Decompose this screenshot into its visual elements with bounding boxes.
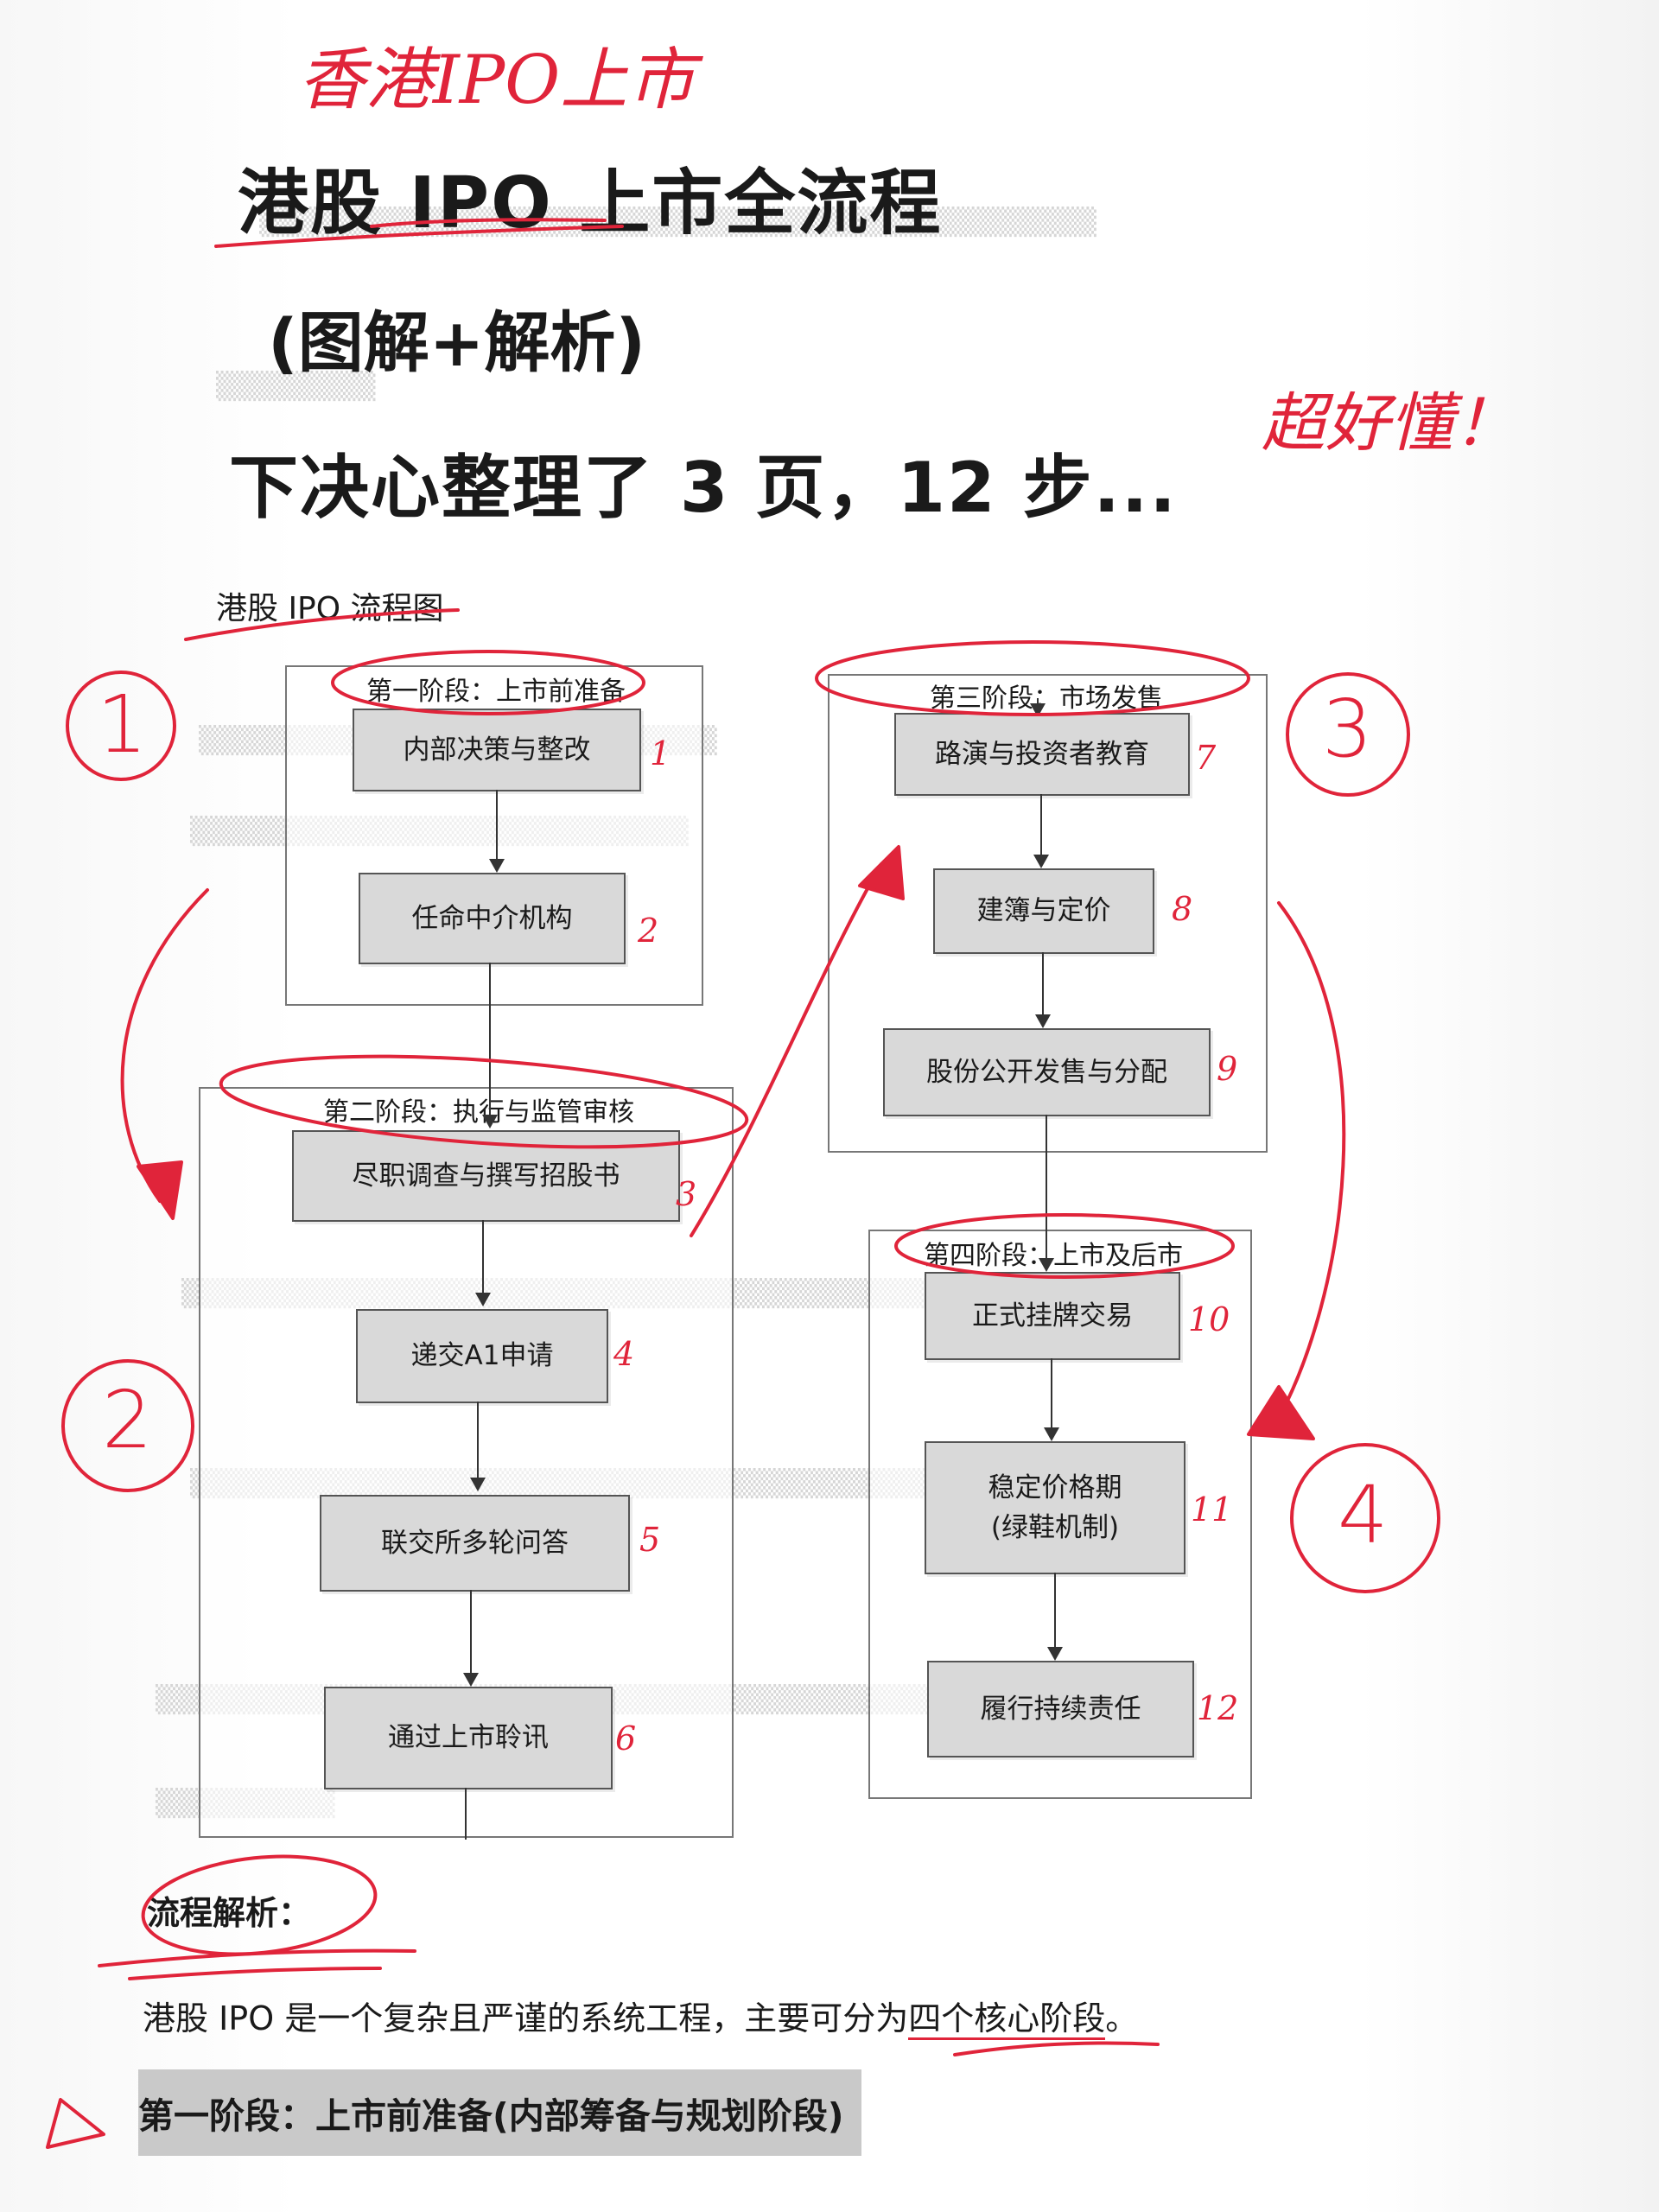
page-subtitle: (图解+解析) [268, 304, 646, 381]
stage-3-label: 第三阶段：市场发售 [926, 677, 1166, 715]
step-number-1: 1 [650, 734, 671, 772]
step-number-12: 12 [1197, 1689, 1239, 1727]
step-number-2: 2 [638, 912, 659, 950]
arrow-connector [1047, 1573, 1063, 1661]
step-number-6: 6 [615, 1719, 637, 1758]
handwritten-header-note: 香港IPO上市 [298, 41, 696, 119]
step-internal-decision: 内部决策与整改 [353, 709, 641, 791]
step-listing-hearing: 通过上市聆讯 [324, 1687, 613, 1789]
arrow-connector [1044, 1358, 1059, 1441]
step-due-diligence: 尽职调查与撰写招股书 [292, 1130, 680, 1222]
arrow-connector [482, 963, 498, 1128]
arrow-connector [1033, 794, 1049, 868]
circled-number-4: 4 [1338, 1469, 1389, 1561]
step-number-7: 7 [1195, 739, 1217, 777]
circled-number-1: 1 [97, 678, 148, 771]
step-appoint-intermediaries: 任命中介机构 [359, 873, 626, 964]
handwritten-side-note: 超好懂！ [1262, 386, 1517, 461]
step-number-4: 4 [613, 1335, 635, 1373]
page-headline: 下决心整理了 3 页，12 步... [229, 448, 1178, 528]
arrow-connector [1035, 952, 1051, 1028]
analysis-intro: 港股 IPO 是一个复杂且严谨的系统工程，主要可分为四个核心阶段。 [143, 1992, 1139, 2040]
step-listing-trading: 正式挂牌交易 [925, 1272, 1180, 1360]
step-public-offering: 股份公开发售与分配 [883, 1028, 1211, 1116]
show-through-text: ▒▒▒▒▒▒▒▒ [216, 372, 376, 402]
analysis-intro-highlight: 四个核心阶段 [908, 1999, 1106, 2040]
step-stabilization: 稳定价格期 (绿鞋机制) [925, 1441, 1185, 1574]
analysis-intro-text: 港股 IPO 是一个复杂且严谨的系统工程，主要可分为 [143, 1999, 909, 2037]
step-roadshow: 路演与投资者教育 [894, 713, 1190, 796]
phase1-heading-text: 第一阶段：上市前准备(内部筹备与规划阶段) [138, 2095, 844, 2137]
connector-line [465, 1788, 467, 1840]
arrow-connector [475, 1220, 491, 1306]
step-number-10: 10 [1188, 1300, 1230, 1338]
step-bookbuilding: 建簿与定价 [933, 868, 1154, 954]
circled-number-3: 3 [1322, 683, 1373, 775]
circled-number-2: 2 [102, 1374, 153, 1466]
step-ongoing-obligations: 履行持续责任 [927, 1661, 1194, 1758]
arrow-connector [1039, 1115, 1054, 1272]
step-number-8: 8 [1172, 890, 1193, 928]
step-submit-a1: 递交A1申请 [356, 1309, 608, 1403]
arrow-connector [470, 1402, 486, 1491]
arrow-connector [463, 1590, 479, 1687]
analysis-intro-end: 。 [1105, 1999, 1139, 2037]
page-title: 港股 IPO 上市全流程 [238, 162, 943, 245]
arrow-connector [489, 790, 505, 873]
stage-1-label: 第一阶段：上市前准备 [363, 670, 629, 708]
step-number-3: 3 [676, 1175, 697, 1213]
step-number-5: 5 [639, 1521, 661, 1559]
flowchart-label: 港股 IPO 流程图 [216, 591, 444, 626]
step-number-11: 11 [1191, 1491, 1233, 1529]
step-hkex-qa: 联交所多轮问答 [320, 1495, 630, 1592]
analysis-title: 流程解析： [147, 1894, 312, 1932]
phase1-heading: 第一阶段：上市前准备(内部筹备与规划阶段) [138, 2069, 861, 2156]
step-number-9: 9 [1217, 1050, 1238, 1088]
stage-2-label: 第二阶段：执行与监管审核 [320, 1090, 638, 1128]
